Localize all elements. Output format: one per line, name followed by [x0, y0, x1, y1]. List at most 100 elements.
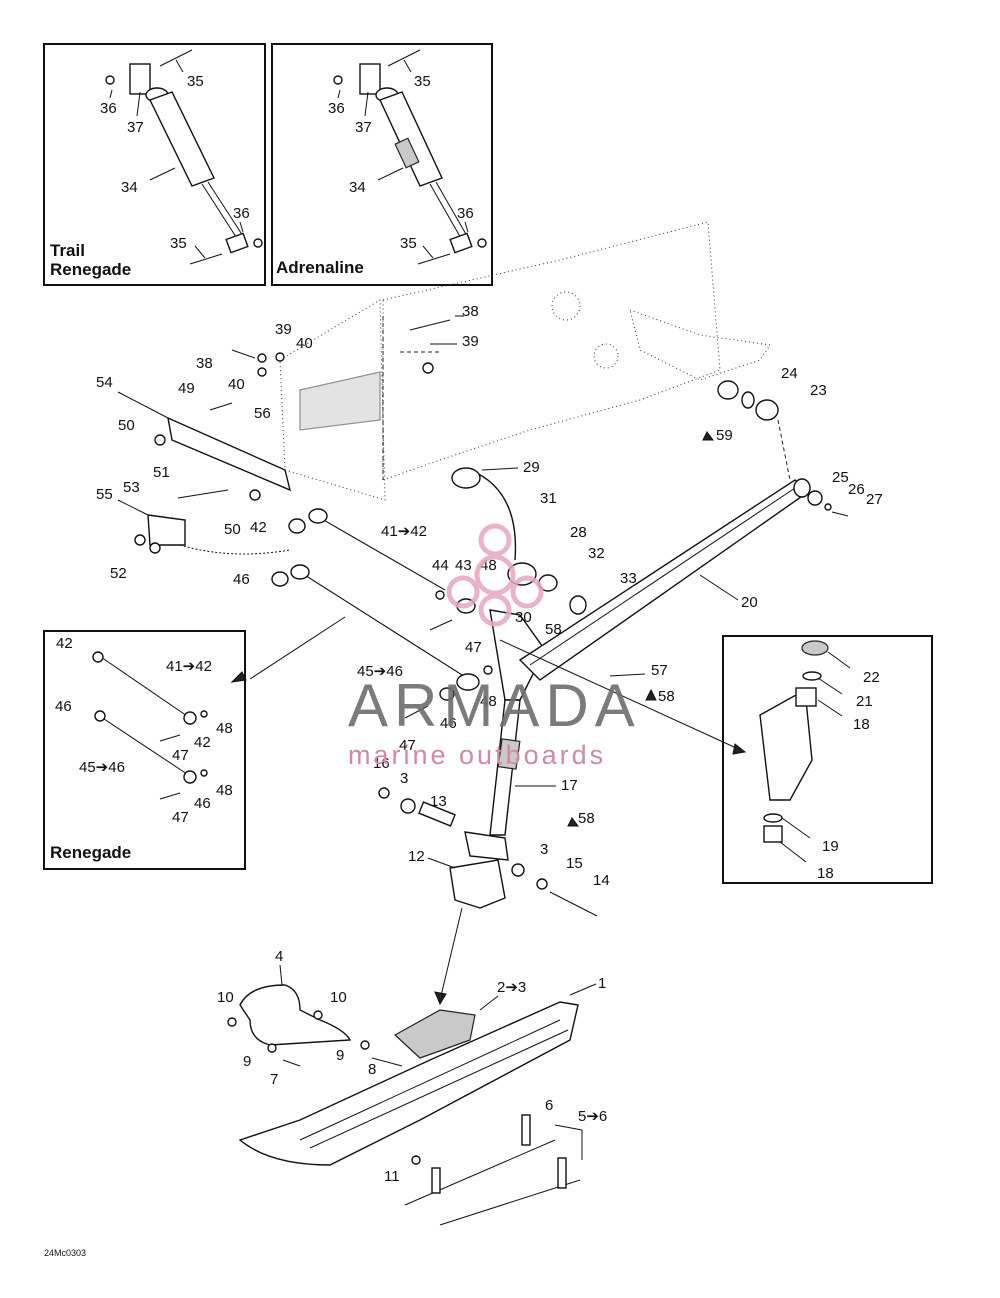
callout-35: 35: [400, 235, 417, 252]
callout-56: 56: [254, 405, 271, 422]
callout-14: 14: [593, 872, 610, 889]
callout-9: 9: [336, 1047, 344, 1064]
callout-5-6: 5➔6: [578, 1108, 607, 1125]
callout-31: 31: [540, 490, 557, 507]
callout-59: 59: [716, 427, 733, 444]
callout-17: 17: [561, 777, 578, 794]
callout-11: 11: [384, 1168, 400, 1185]
callout-38: 38: [196, 355, 213, 372]
callout-44: 44: [432, 557, 449, 574]
callout-46: 46: [194, 795, 211, 812]
callout-58: 58: [545, 621, 562, 638]
callout-42: 42: [194, 734, 211, 751]
box-title-line1: Trail: [50, 241, 85, 260]
watermark-brand: ARMADA: [348, 672, 641, 739]
callout-16: 16: [373, 755, 390, 772]
callout-53: 53: [123, 479, 140, 496]
callout-48: 48: [480, 693, 497, 710]
callout-26: 26: [848, 481, 865, 498]
callout-13: 13: [430, 793, 447, 810]
callout-12: 12: [408, 848, 425, 865]
inset-renegade: 42 41➔42 48 42 46 47 45➔46 48 46 47 Rene…: [43, 630, 246, 870]
callout-33: 33: [620, 570, 637, 587]
callout-58: 58: [578, 810, 595, 827]
callout-39: 39: [275, 321, 292, 338]
callout-40: 40: [228, 376, 245, 393]
callout-34: 34: [121, 179, 138, 196]
drawing-code: 24Mc0303: [44, 1248, 86, 1258]
callout-1: 1: [598, 975, 606, 992]
callout-54: 54: [96, 374, 113, 391]
callout-21: 21: [856, 693, 873, 710]
callout-2-3: 2➔3: [497, 979, 526, 996]
callout-58: 58: [658, 688, 675, 705]
callout-48: 48: [216, 782, 233, 799]
callout-35: 35: [170, 235, 187, 252]
callout-25: 25: [832, 469, 849, 486]
spindle-assembly: [451, 380, 849, 861]
callout-38: 38: [462, 303, 479, 320]
callout-42: 42: [250, 519, 267, 536]
inset-adrenaline: 35 36 37 34 36 35 Adrenaline: [271, 43, 493, 286]
callout-51: 51: [153, 464, 170, 481]
callout-4: 4: [275, 948, 283, 965]
callout-50: 50: [224, 521, 241, 538]
ski-handle-4: [239, 984, 352, 1046]
callout-10: 10: [217, 989, 234, 1006]
callout-30: 30: [515, 609, 532, 626]
callout-37: 37: [355, 119, 372, 136]
spindle-hardware: [378, 787, 598, 1006]
callout-labels: 1 2➔3 3 3 4 5➔6 6 7 8 9 9 10 10 11 12 13…: [96, 303, 883, 1185]
callout-18: 18: [853, 716, 870, 733]
ski-1: [238, 1001, 579, 1166]
callout-32: 32: [588, 545, 605, 562]
inset-trail-renegade: 35 36 37 34 36 35 Trail Renegade: [43, 43, 266, 286]
shock-body: [149, 91, 215, 187]
callout-47: 47: [399, 737, 416, 754]
callout-49: 49: [178, 380, 195, 397]
box-title: Renegade: [50, 843, 131, 862]
callout-10: 10: [330, 989, 347, 1006]
callout-41-42: 41➔42: [166, 658, 212, 675]
callout-29: 29: [523, 459, 540, 476]
callout-57: 57: [651, 662, 668, 679]
callout-50: 50: [118, 417, 135, 434]
callout-36: 36: [328, 100, 345, 117]
callout-46: 46: [55, 698, 72, 715]
callout-36: 36: [457, 205, 474, 222]
watermark-logo-flower: [446, 523, 544, 627]
callout-18: 18: [817, 865, 834, 882]
callout-27: 27: [866, 491, 883, 508]
callout-47: 47: [172, 809, 189, 826]
callout-43: 43: [455, 557, 472, 574]
callout-3: 3: [400, 770, 408, 787]
callout-35: 35: [414, 73, 431, 90]
callout-35: 35: [187, 73, 204, 90]
ski-assembly: [227, 984, 583, 1226]
callout-52: 52: [110, 565, 127, 582]
callout-48: 48: [216, 720, 233, 737]
callout-8: 8: [368, 1061, 376, 1078]
chassis-frame: [279, 221, 791, 501]
watermark-tagline: marine outboards: [348, 740, 606, 770]
callout-46: 46: [233, 571, 250, 588]
box-title-line2: Renegade: [50, 260, 131, 279]
callout-47: 47: [172, 747, 189, 764]
callout-34: 34: [349, 179, 366, 196]
callout-9: 9: [243, 1053, 251, 1070]
callout-40: 40: [296, 335, 313, 352]
callout-24: 24: [781, 365, 798, 382]
watermark: ARMADA marine outboards: [348, 523, 641, 770]
bumper-12: [449, 859, 506, 909]
callout-45-46: 45➔46: [357, 663, 403, 680]
spindle-bottom: [464, 831, 509, 861]
callout-3: 3: [540, 841, 548, 858]
callout-19: 19: [822, 838, 839, 855]
callout-46: 46: [440, 715, 457, 732]
callout-55: 55: [96, 486, 113, 503]
callout-22: 22: [863, 669, 880, 686]
callout-15: 15: [566, 855, 583, 872]
callout-20: 20: [741, 594, 758, 611]
trailing-arm-20: [518, 479, 810, 681]
